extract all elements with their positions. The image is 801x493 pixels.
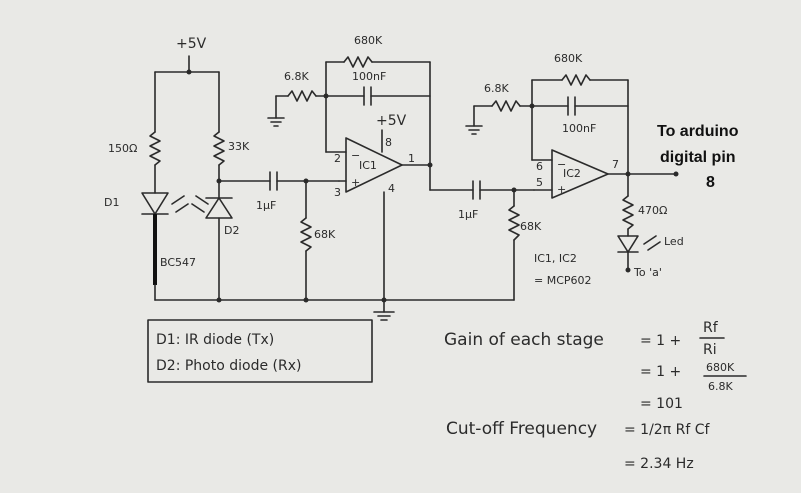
label-r6k8-2: 6.8K	[484, 82, 509, 95]
label-c100nf-1: 100nF	[352, 70, 386, 83]
label-r680k-2: 680K	[554, 52, 583, 65]
label-pin5: 5	[536, 176, 543, 189]
gain-result: = 101	[640, 396, 683, 412]
label-r150: 150Ω	[108, 142, 137, 155]
label-ic1: IC1	[359, 159, 377, 172]
resistor-680k-2	[561, 74, 591, 86]
capacitor-c2	[429, 180, 535, 200]
label-pin4: 4	[388, 182, 395, 195]
label-ic2: IC2	[563, 167, 581, 180]
gain-num: 680K	[706, 361, 735, 374]
label-pin2: 2	[334, 152, 341, 165]
label-c2: 1µF	[458, 208, 478, 221]
output-label-line2: digital pin	[660, 149, 736, 166]
gain-eq2: = 1 +	[640, 364, 681, 380]
label-to-a: To 'a'	[633, 266, 662, 279]
gain-ri: Ri	[703, 342, 717, 358]
resistor-68k-2	[508, 205, 520, 241]
legend-box	[147, 319, 373, 383]
ir-diode	[141, 164, 189, 215]
opamp-ic2	[551, 149, 609, 199]
label-r33k: 33K	[228, 140, 250, 153]
label-pin8: 8	[385, 136, 392, 149]
led	[617, 228, 661, 271]
label-led: Led	[664, 235, 684, 248]
resistor-6k8-1	[287, 90, 317, 102]
supply-label-top: +5V	[176, 36, 207, 52]
svg-text:+: +	[557, 183, 566, 196]
label-ic-note-2: = MCP602	[534, 274, 592, 287]
label-pin1: 1	[408, 152, 415, 165]
gain-den: 6.8K	[708, 380, 733, 393]
photo-diode	[191, 164, 233, 301]
label-r68k-2: 68K	[520, 220, 542, 233]
ground-bus	[154, 191, 515, 321]
resistor-6k8-2	[491, 100, 521, 112]
supply-wiring	[154, 55, 220, 133]
label-c1: 1µF	[256, 199, 276, 212]
output-label-line3: 8	[706, 174, 715, 191]
label-r68k-1: 68K	[314, 228, 336, 241]
svg-text:+: +	[351, 176, 360, 189]
legend-d2: D2: Photo diode (Rx)	[156, 358, 301, 374]
cutoff-value: = 2.34 Hz	[624, 456, 694, 472]
resistor-150	[149, 131, 161, 166]
gain-rf: Rf	[703, 320, 719, 336]
supply-label-opamp: +5V	[376, 113, 407, 129]
resistor-470	[622, 195, 634, 230]
label-pin7: 7	[612, 158, 619, 171]
svg-text:−: −	[351, 149, 360, 162]
svg-text:−: −	[557, 158, 566, 171]
capacitor-c1	[218, 171, 340, 191]
gain-label: Gain of each stage	[444, 330, 604, 350]
label-d2: D2	[224, 224, 239, 237]
legend-d1: D1: IR diode (Tx)	[156, 332, 274, 348]
label-r470: 470Ω	[638, 204, 667, 217]
resistor-68k-1	[300, 217, 312, 252]
output-label-line1: To arduino	[657, 123, 739, 140]
label-r680k-1: 680K	[354, 34, 383, 47]
label-ic-note-1: IC1, IC2	[534, 252, 577, 265]
cutoff-label: Cut-off Frequency	[446, 419, 597, 439]
opamp-ic1	[345, 137, 403, 193]
resistor-33k	[213, 131, 225, 166]
cutoff-eq: = 1/2π Rf Cf	[624, 422, 710, 438]
label-bc547: BC547	[160, 256, 196, 269]
resistor-680k-1	[343, 56, 373, 68]
label-pin3: 3	[334, 186, 341, 199]
label-c100nf-2: 100nF	[562, 122, 596, 135]
label-d1: D1	[104, 196, 119, 209]
label-pin6: 6	[536, 160, 543, 173]
gain-eq: = 1 +	[640, 333, 681, 349]
label-r6k8-1: 6.8K	[284, 70, 309, 83]
